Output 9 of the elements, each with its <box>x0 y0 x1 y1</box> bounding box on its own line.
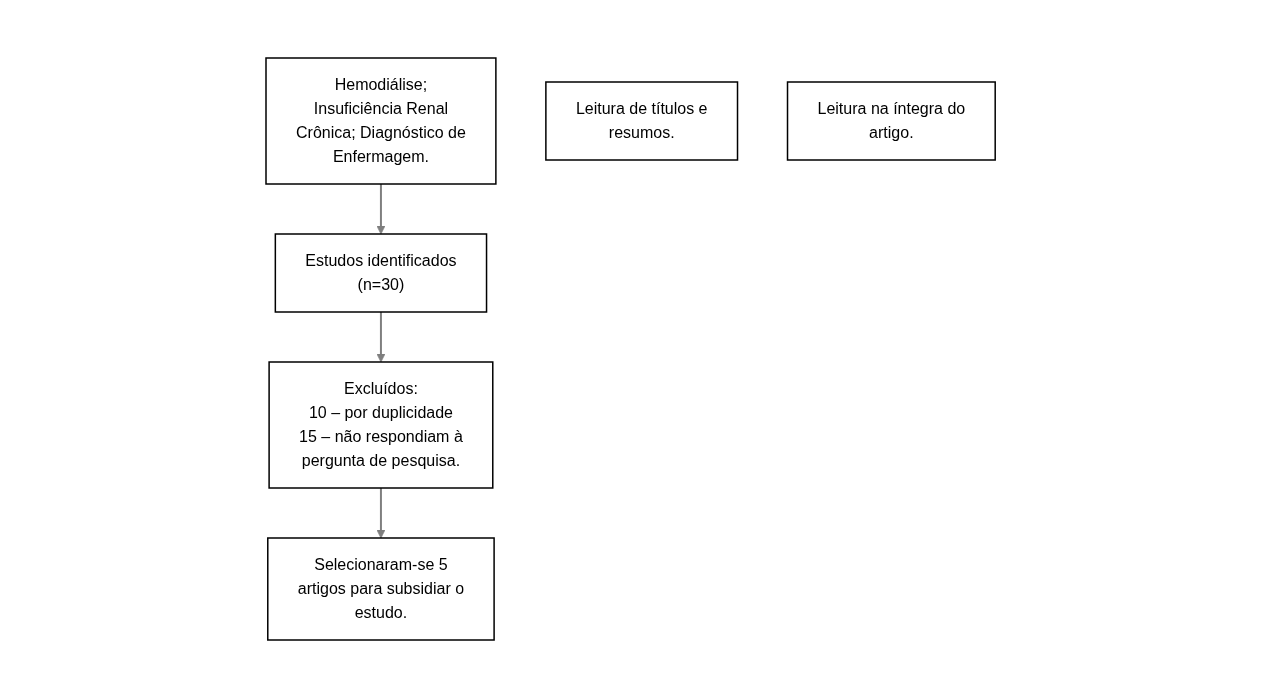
node-box: Estudos identificados (n=30) <box>275 232 488 313</box>
node-box: Excluídos: 10 – por duplicidade 15 – não respondiam à pergunta de pesquisa. <box>268 360 494 489</box>
node-box: Hemodiálise; Insuficiência Renal Crônica; Diagnóstico de Enfermagem. <box>265 56 498 185</box>
arrow <box>376 310 386 362</box>
node-box: Leitura na íntegra do artigo. <box>787 80 997 161</box>
arrow <box>376 486 386 538</box>
node-box: Selecionaram-se 5 artigos para subsidiar o estudo. <box>267 536 496 641</box>
node-box: Leitura de títulos e resumos. <box>545 80 739 161</box>
arrow <box>376 182 386 234</box>
